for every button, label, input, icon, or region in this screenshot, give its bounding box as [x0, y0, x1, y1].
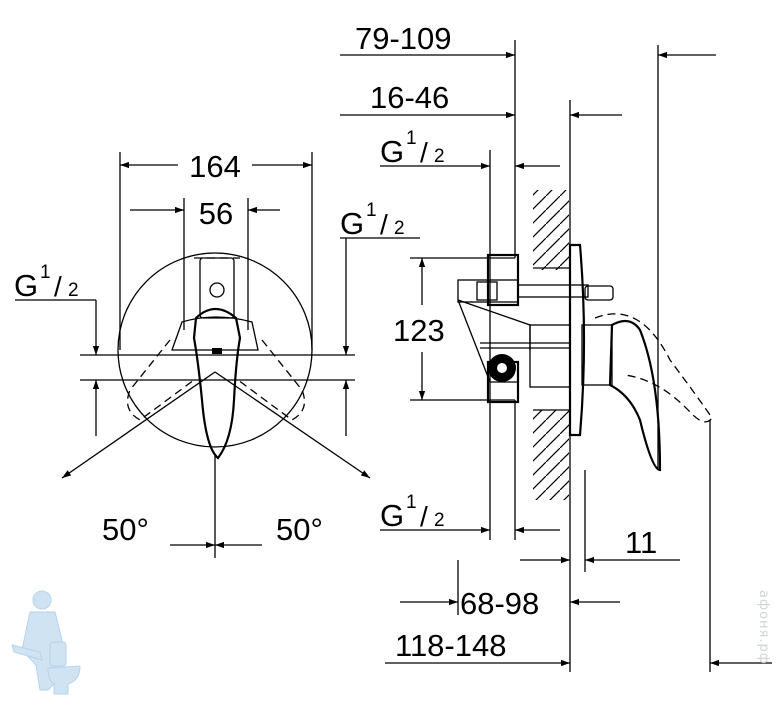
lever-side [608, 319, 662, 472]
dim-79-109: 79-109 [355, 21, 452, 56]
svg-text:2: 2 [68, 280, 79, 301]
svg-text:2: 2 [434, 146, 445, 167]
thread-label-left: G 1 / 2 [14, 262, 79, 303]
plumber-logo [11, 590, 81, 695]
dim-118-148: 118-148 [395, 628, 506, 663]
dim-56: 56 [199, 196, 233, 231]
angle-left: 50° [102, 512, 149, 547]
thread-label-top: G 1 / 2 [380, 128, 445, 169]
front-view: 164 56 G 1 / 2 G [14, 148, 420, 558]
dim-68-98: 68-98 [460, 586, 539, 621]
wall-hatch-top [533, 190, 569, 270]
svg-text:2: 2 [394, 218, 405, 239]
side-view: 79-109 16-46 G 1 / 2 123 G 1 / 2 11 [340, 21, 772, 672]
dim-164: 164 [189, 149, 241, 184]
svg-text:1: 1 [40, 262, 51, 283]
svg-text:G: G [14, 268, 38, 303]
thread-label-bottom: G 1 / 2 [380, 492, 445, 533]
wall-hatch-bottom [533, 410, 569, 500]
svg-text:G: G [380, 134, 404, 169]
dim-11: 11 [625, 525, 657, 560]
dim-123: 123 [393, 313, 445, 348]
svg-text:1: 1 [406, 128, 417, 149]
thread-label-right: G 1 / 2 [340, 200, 405, 241]
svg-text:G: G [380, 498, 404, 533]
svg-text:/: / [54, 271, 62, 302]
svg-text:1: 1 [366, 200, 377, 221]
watermark: афоня.рф [756, 590, 771, 665]
svg-text:/: / [420, 137, 428, 168]
svg-text:2: 2 [434, 510, 445, 531]
lever-handle [192, 307, 242, 460]
cover-plate [568, 243, 586, 437]
svg-text:/: / [420, 501, 428, 532]
angle-right: 50° [276, 512, 323, 547]
svg-text:G: G [340, 206, 364, 241]
svg-text:/: / [380, 209, 388, 240]
dim-16-46: 16-46 [370, 80, 449, 115]
svg-text:1: 1 [406, 492, 417, 513]
